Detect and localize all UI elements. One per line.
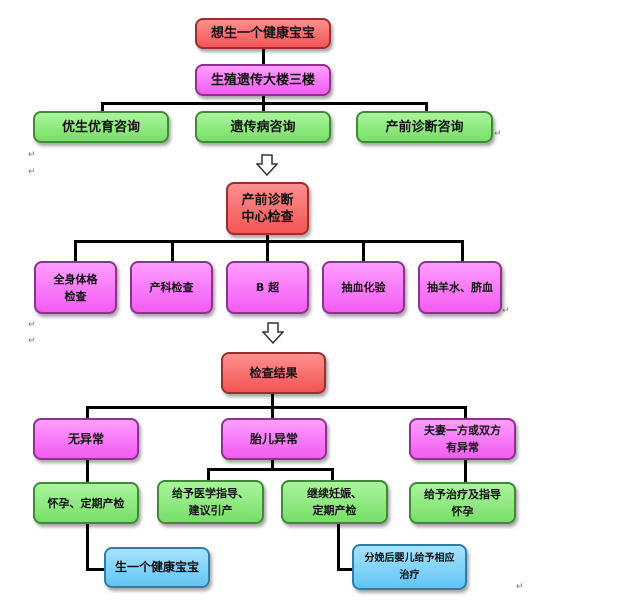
exam-ultrasound-node: B 超	[226, 261, 309, 314]
connector	[262, 102, 265, 112]
connector	[86, 406, 467, 409]
connector	[425, 102, 428, 112]
down-arrow-icon	[262, 322, 284, 344]
paragraph-mark-icon: ↵	[28, 150, 36, 160]
paragraph-mark-icon: ↵	[516, 582, 524, 592]
down-arrow-icon	[256, 154, 278, 176]
location-node: 生殖遗传大楼三楼	[195, 64, 331, 96]
paragraph-mark-icon: ↵	[494, 129, 502, 139]
connector	[271, 460, 274, 470]
prenatal-center-node: 产前诊断 中心检查	[226, 182, 309, 235]
connector	[171, 240, 174, 261]
connector	[337, 568, 355, 571]
paragraph-mark-icon: ↵	[28, 336, 36, 346]
outcome-parent-treatment-node: 给予治疗及指导 怀孕	[409, 482, 516, 524]
paragraph-mark-icon: ↵	[28, 320, 36, 330]
connector	[464, 406, 467, 418]
connector	[271, 406, 274, 418]
connector	[207, 468, 210, 480]
connector	[262, 96, 265, 104]
exam-obstetric-node: 产科检查	[130, 261, 213, 314]
connector	[74, 240, 77, 261]
final-healthy-baby-node: 生一个健康宝宝	[104, 547, 210, 588]
connector	[262, 48, 265, 64]
healthy-baby-goal-node: 想生一个健康宝宝	[195, 18, 331, 49]
exam-amniocentesis-node: 抽羊水、脐血	[418, 261, 502, 314]
connector	[207, 468, 334, 471]
paragraph-mark-icon: ↵	[28, 167, 36, 177]
connector	[86, 406, 89, 418]
results-node: 检查结果	[221, 352, 326, 394]
connector	[86, 460, 89, 482]
result-normal-node: 无异常	[33, 418, 139, 460]
connector	[266, 234, 269, 242]
connector	[74, 240, 464, 243]
eugenics-consult-node: 优生优育咨询	[33, 111, 169, 143]
exam-physical-node: 全身体格 检查	[34, 261, 117, 314]
prenatal-diagnosis-consult-node: 产前诊断咨询	[356, 111, 493, 143]
paragraph-mark-icon: ↵	[502, 306, 510, 316]
connector	[461, 240, 464, 261]
connector	[101, 102, 104, 112]
connector	[337, 524, 340, 570]
connector	[266, 240, 269, 261]
outcome-normal-node: 怀孕、定期产检	[33, 482, 139, 524]
exam-blood-test-node: 抽血化验	[322, 261, 405, 314]
outcome-continue-pregnancy-node: 继续妊娠、 定期产检	[281, 480, 388, 524]
result-fetal-abnormal-node: 胎儿异常	[221, 418, 327, 460]
connector	[464, 460, 467, 482]
genetic-disease-consult-node: 遗传病咨询	[195, 111, 331, 143]
connector	[86, 568, 106, 571]
final-infant-treatment-node: 分娩后婴儿给予相应 治疗	[352, 544, 467, 590]
outcome-termination-advice-node: 给予医学指导、 建议引产	[157, 480, 264, 524]
connector	[271, 394, 274, 408]
connector	[331, 468, 334, 480]
connector	[86, 524, 89, 570]
connector	[362, 240, 365, 261]
result-parent-abnormal-node: 夫妻一方或双方 有异常	[409, 418, 516, 460]
